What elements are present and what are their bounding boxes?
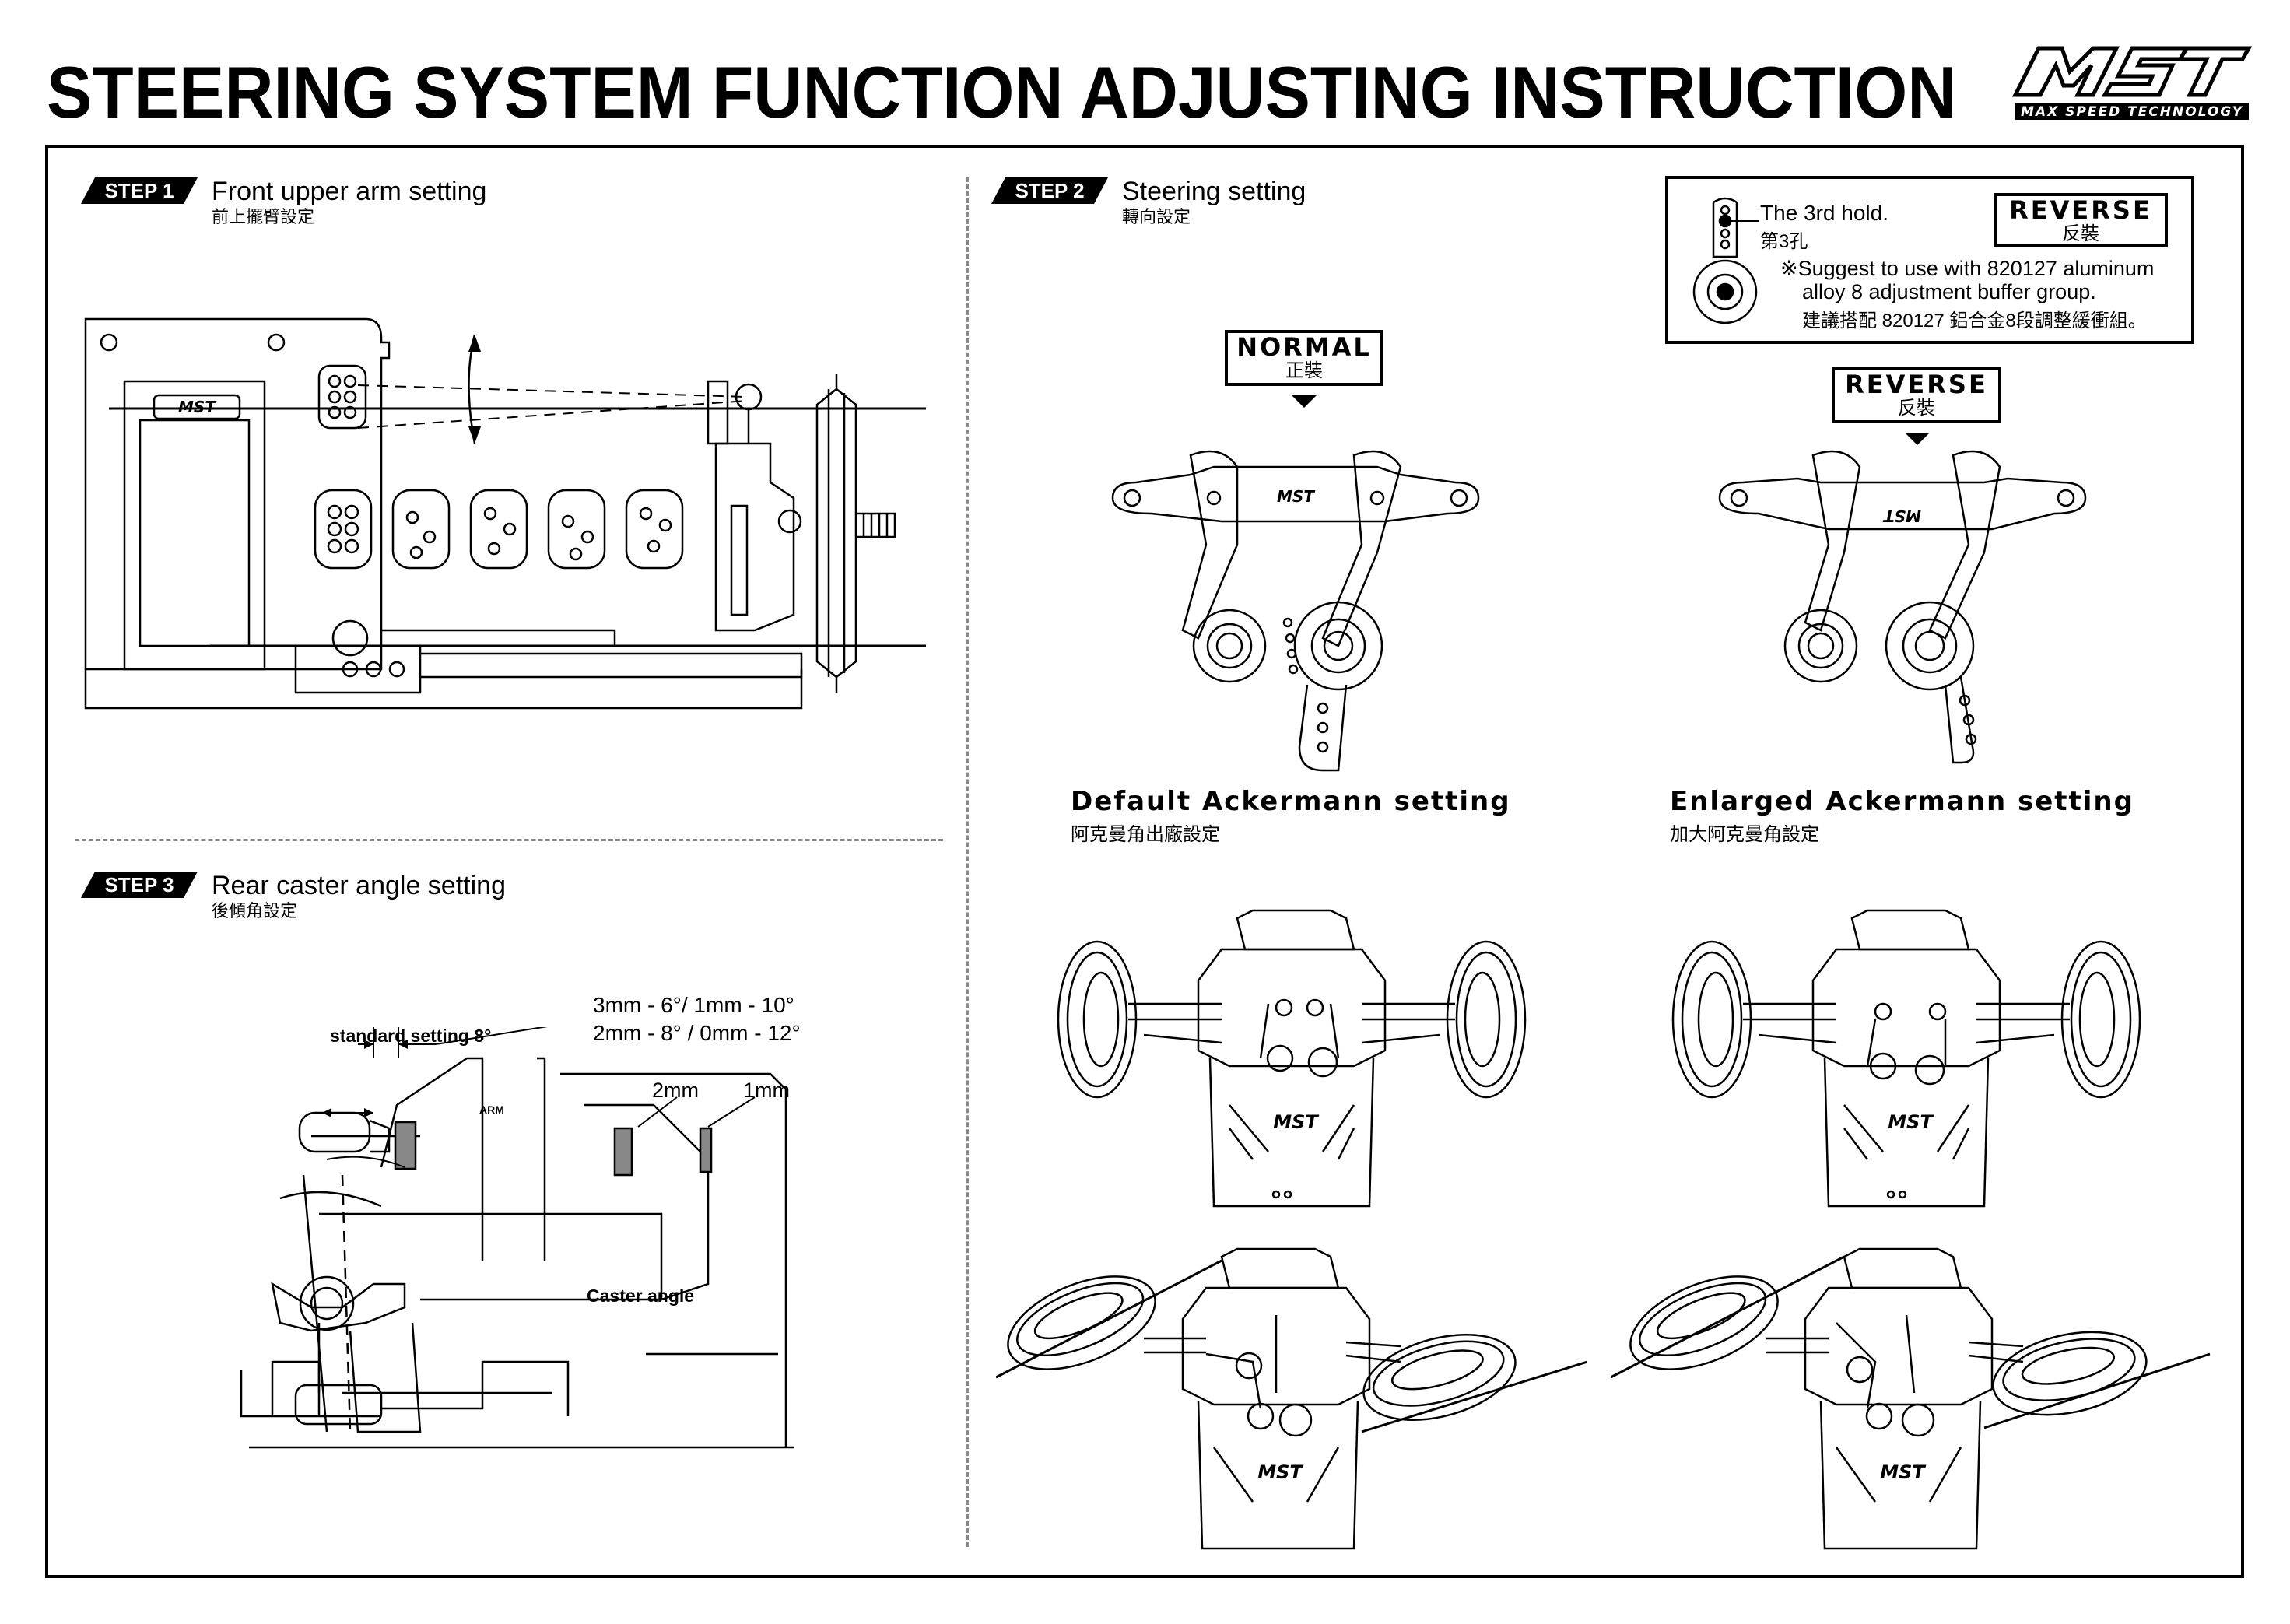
step2-header: STEP 2 Steering setting 轉向設定 — [991, 177, 1306, 227]
step3-subtitle: 後傾角設定 — [212, 901, 298, 921]
suggest-note-line1: ※Suggest to use with 820127 aluminum — [1780, 257, 2155, 280]
caster-angle-label: Caster angle — [587, 1286, 695, 1306]
svg-text:MST: MST — [178, 398, 216, 416]
steering-assembly-normal: MST — [1111, 450, 1480, 772]
front-end-turned-reverse: MST — [1611, 1247, 2211, 1550]
step3-title: Rear caster angle setting — [212, 871, 506, 900]
front-end-straight-normal: MST — [1057, 909, 1527, 1208]
standard-setting-label: standard setting 8° — [330, 1026, 492, 1046]
mst-logo: MAX SPEED TECHNOLOGY — [2011, 46, 2253, 120]
front-upper-arm-diagram: MST — [84, 317, 926, 710]
servo-horn-icon — [1692, 197, 1759, 324]
svg-text:MST: MST — [1257, 1461, 1303, 1483]
front-end-turned-normal: MST — [996, 1247, 1587, 1550]
content-frame — [45, 145, 2244, 1578]
suggest-note-line2: alloy 8 adjustment buffer group. — [1802, 280, 2096, 303]
svg-text:MST: MST — [1277, 487, 1315, 506]
front-end-straight-reverse: MST — [1671, 909, 2141, 1208]
rear-caster-diagram — [240, 1027, 794, 1449]
step1-title: Front upper arm setting — [212, 177, 487, 206]
enlarged-ackermann-subtitle: 加大阿克曼角設定 — [1670, 824, 1819, 845]
hole-label-zh: 第3孔 — [1760, 231, 1808, 252]
reverse-arrow-icon — [1905, 433, 1930, 445]
vertical-divider — [966, 177, 969, 1547]
default-ackermann-subtitle: 阿克曼角出廠設定 — [1071, 824, 1220, 845]
horizontal-divider — [75, 839, 943, 841]
logo-tagline: MAX SPEED TECHNOLOGY — [2021, 104, 2243, 120]
svg-text:MST: MST — [1273, 1111, 1319, 1133]
step2-tag: STEP 2 — [991, 177, 1108, 204]
arm-label: ARM — [479, 1103, 504, 1116]
step3-header: STEP 3 Rear caster angle setting 後傾角設定 — [81, 872, 506, 921]
default-ackermann-title: Default Ackermann setting — [1071, 786, 1511, 817]
suggest-note-zh: 建議搭配 820127 鋁合金8段調整緩衝組。 — [1802, 310, 2147, 331]
normal-label: NORMAL 正裝 — [1225, 330, 1383, 386]
step2-title: Steering setting — [1122, 177, 1306, 206]
svg-text:MST: MST — [1888, 1111, 1934, 1133]
reverse-badge: REVERSE 反裝 — [1994, 193, 2168, 247]
reverse-label: REVERSE 反裝 — [1832, 367, 2001, 423]
caster-spec-line2: 2mm - 8° / 0mm - 12° — [593, 1021, 801, 1045]
svg-text:MST: MST — [1883, 507, 1921, 525]
steering-info-box: The 3rd hold. 第3孔 REVERSE 反裝 ※Suggest to… — [1665, 176, 2194, 344]
hole-label: The 3rd hold. — [1760, 201, 1888, 225]
normal-arrow-icon — [1292, 395, 1317, 408]
step1-header: STEP 1 Front upper arm setting 前上擺臂設定 — [81, 177, 486, 227]
steering-assembly-reverse: MST — [1718, 450, 2087, 764]
step2-subtitle: 轉向設定 — [1122, 207, 1191, 226]
caster-spec-line1: 3mm - 6°/ 1mm - 10° — [593, 993, 794, 1017]
svg-text:MST: MST — [1880, 1461, 1926, 1483]
step1-subtitle: 前上擺臂設定 — [212, 207, 315, 226]
enlarged-ackermann-title: Enlarged Ackermann setting — [1670, 786, 2134, 817]
step3-tag: STEP 3 — [81, 872, 198, 898]
page-title: STEERING SYSTEM FUNCTION ADJUSTING INSTR… — [47, 51, 1957, 133]
step1-tag: STEP 1 — [81, 177, 198, 204]
shim-1mm-label: 1mm — [743, 1079, 790, 1102]
